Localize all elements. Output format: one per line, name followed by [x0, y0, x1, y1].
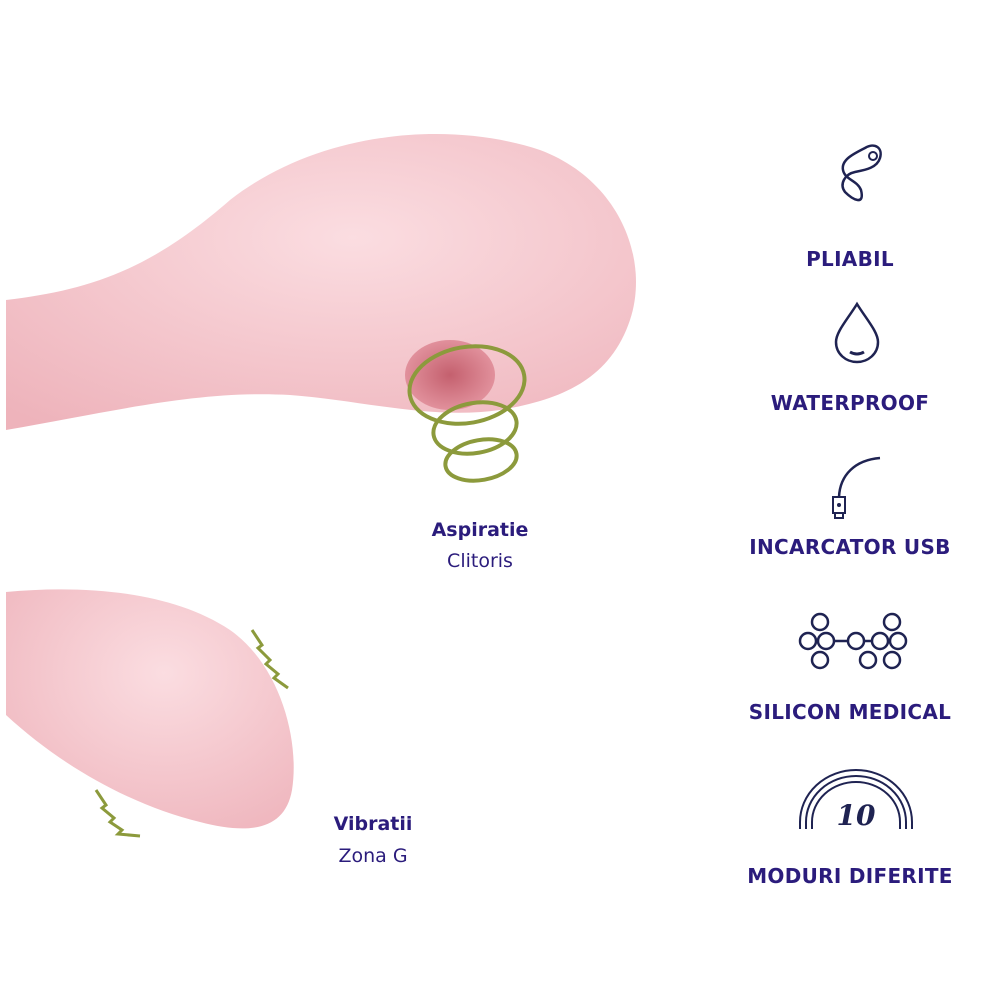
feature-label-waterproof: WATERPROOF [770, 391, 930, 415]
usb-cable-icon [832, 456, 881, 519]
callout-vibration-title: Vibratii [333, 813, 413, 835]
feature-label-silicon: SILICON MEDICAL [748, 700, 952, 724]
vibration-zigzag-icon [94, 629, 289, 838]
water-drop-icon [834, 301, 880, 364]
feature-label-pliabil: PLIABIL [806, 247, 894, 271]
callout-suction-subtitle: Clitoris [447, 550, 513, 572]
suction-rings-icon [407, 344, 527, 483]
bendable-toy-icon [841, 144, 882, 202]
feature-label-usb: INCARCATOR USB [749, 535, 951, 559]
callout-suction-title: Aspiratie [431, 519, 529, 541]
modes-count-badge: 10 [837, 799, 876, 832]
callout-vibration-subtitle: Zona G [338, 845, 408, 867]
molecule-icon [798, 612, 908, 670]
feature-label-moduri: MODURI DIFERITE [747, 864, 953, 888]
rainbow-10-modes-icon: 10 [799, 769, 913, 832]
